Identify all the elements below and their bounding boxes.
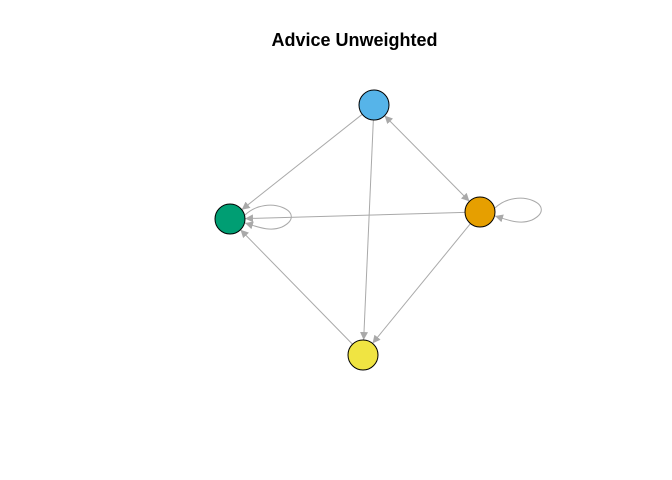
node-yellow xyxy=(347,339,379,371)
edge-orange-green xyxy=(244,211,466,223)
node-green xyxy=(214,203,246,235)
edge-blue-green xyxy=(241,113,363,211)
edge-yellow-green xyxy=(240,229,353,345)
edge-blue-yellow xyxy=(360,119,374,341)
edge-green-self-loop xyxy=(244,204,292,230)
nodes-layer xyxy=(214,89,496,371)
edge-orange-yellow xyxy=(372,223,471,344)
node-orange xyxy=(464,196,496,228)
edge-blue-orange xyxy=(384,115,470,202)
node-blue xyxy=(358,89,390,121)
plot-title: Advice Unweighted xyxy=(271,30,438,50)
edge-orange-self-loop xyxy=(494,197,542,223)
edges-layer xyxy=(240,113,542,345)
